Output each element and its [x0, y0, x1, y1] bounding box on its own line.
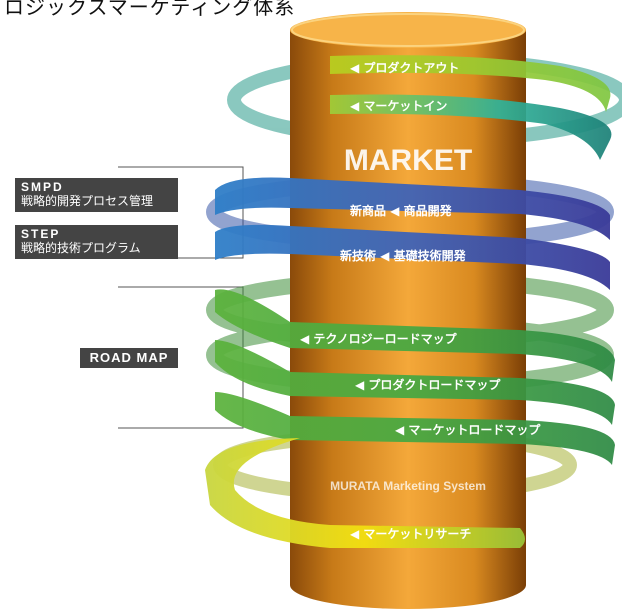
smpd-label: SMPD 戦略的開発プロセス管理 — [15, 178, 178, 212]
band-label-product-roadmap: ◀ プロダクトロードマップ — [355, 377, 501, 392]
smpd-step-bracket — [118, 166, 244, 259]
band-label-market-roadmap: ◀ マーケットロードマップ — [395, 422, 541, 437]
market-cylinder — [290, 12, 526, 609]
smpd-code: SMPD — [21, 180, 64, 194]
step-code: STEP — [21, 227, 61, 241]
page-title: ロジックスマーケティング体系 — [4, 0, 296, 19]
band-label-new-products: 新商品 ◀ 商品開発 — [350, 203, 453, 218]
band-label-market-in: ◀ マーケットイン — [350, 99, 447, 113]
smpd-name: 戦略的開発プロセス管理 — [21, 194, 154, 208]
front-bands — [205, 55, 615, 548]
step-name: 戦略的技術プログラム — [21, 241, 141, 255]
band-label-new-tech: 新技術 ◀ 基礎技術開発 — [340, 248, 467, 263]
band-label-tech-roadmap: ◀ テクノロジーロードマップ — [300, 331, 458, 346]
step-label: STEP 戦略的技術プログラム — [15, 225, 178, 259]
roadmap-label: ROAD MAP — [80, 348, 178, 368]
market-heading: MARKET — [344, 144, 472, 177]
band-label-product-out: ◀ プロダクトアウト — [350, 60, 459, 75]
band-label-market-research: ◀ マーケットリサーチ — [350, 527, 471, 541]
system-name: MURATA Marketing System — [330, 479, 486, 493]
